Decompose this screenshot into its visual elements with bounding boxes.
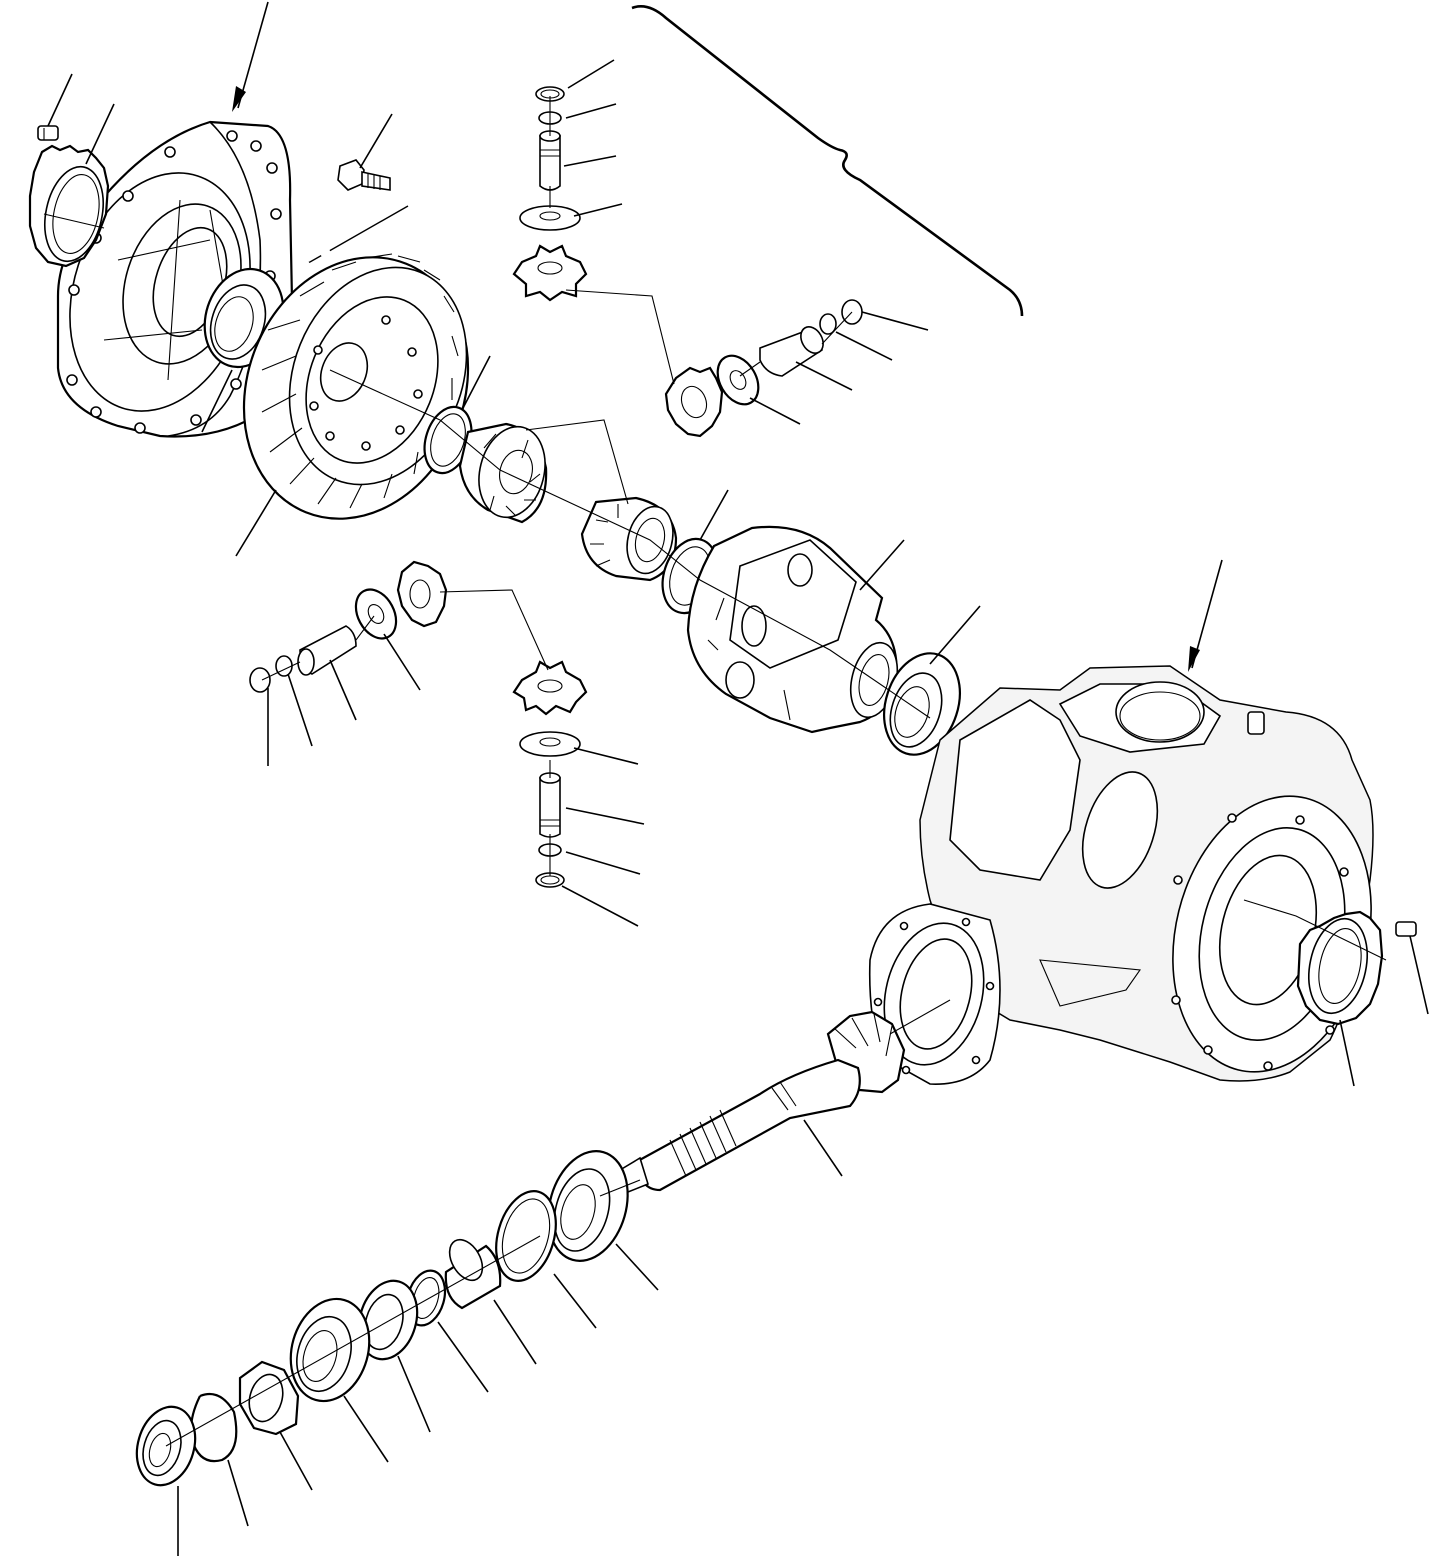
cover-bolt	[337, 159, 391, 191]
lock-nut	[238, 1360, 300, 1436]
pinion-stack-top	[512, 86, 588, 302]
ring-gear	[242, 253, 470, 520]
bearing-cone	[883, 652, 961, 756]
lock-bolt	[1395, 921, 1417, 937]
adjusting-nut	[28, 144, 110, 268]
pinion-bearing	[547, 1150, 629, 1262]
pinion-stack-right	[664, 299, 863, 438]
brace-icon	[631, 5, 1024, 317]
snap-ring	[495, 1190, 557, 1282]
lock-bolt	[37, 125, 59, 141]
pinion-stack-left	[249, 560, 448, 693]
leader-line-icon	[439, 289, 675, 671]
leader-line-icon	[47, 59, 1429, 1556]
arrow-icon	[1188, 559, 1223, 672]
spacer-sleeve	[444, 1238, 502, 1310]
side-gear	[458, 422, 548, 524]
center-line	[299, 205, 409, 265]
outer-bearing	[289, 1297, 371, 1403]
adjusting-nut	[1296, 910, 1384, 1026]
axle-housing	[868, 665, 1374, 1085]
drive-pinion	[619, 1010, 906, 1194]
arrow-icon	[232, 1, 269, 112]
assembly-axis	[43, 96, 1387, 1447]
differential-case	[686, 525, 899, 734]
